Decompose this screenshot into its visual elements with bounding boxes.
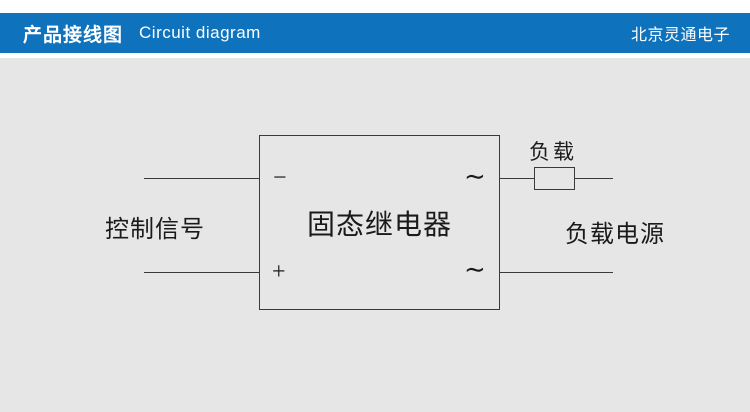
page-title-chinese: 产品接线图 xyxy=(23,24,124,46)
circuit-diagram-canvas: 固态继电器 − + ∼ ∼ 控制信号 负载 负载电源 xyxy=(0,58,750,412)
header-bar: 产品接线图 Circuit diagram 北京灵通电子 xyxy=(0,13,750,53)
ac-terminal-top-symbol: ∼ xyxy=(464,162,486,191)
header-divider-strip xyxy=(0,53,750,58)
load-resistor-symbol xyxy=(534,167,575,190)
company-name: 北京灵通电子 xyxy=(630,27,730,44)
minus-terminal-symbol: − xyxy=(273,165,287,191)
page-title-english: Circuit diagram xyxy=(139,23,261,42)
wire-control-minus xyxy=(144,178,259,179)
top-white-strip xyxy=(0,0,750,13)
wire-load-bottom xyxy=(500,272,613,273)
plus-terminal-symbol: + xyxy=(272,259,286,285)
relay-label: 固态继电器 xyxy=(306,209,452,241)
control-signal-label: 控制信号 xyxy=(105,217,205,243)
load-label: 负载 xyxy=(529,140,577,164)
solid-state-relay-box: 固态继电器 xyxy=(259,135,500,310)
wire-control-plus xyxy=(144,272,259,273)
load-power-label: 负载电源 xyxy=(565,222,665,248)
ac-terminal-bottom-symbol: ∼ xyxy=(464,255,486,284)
